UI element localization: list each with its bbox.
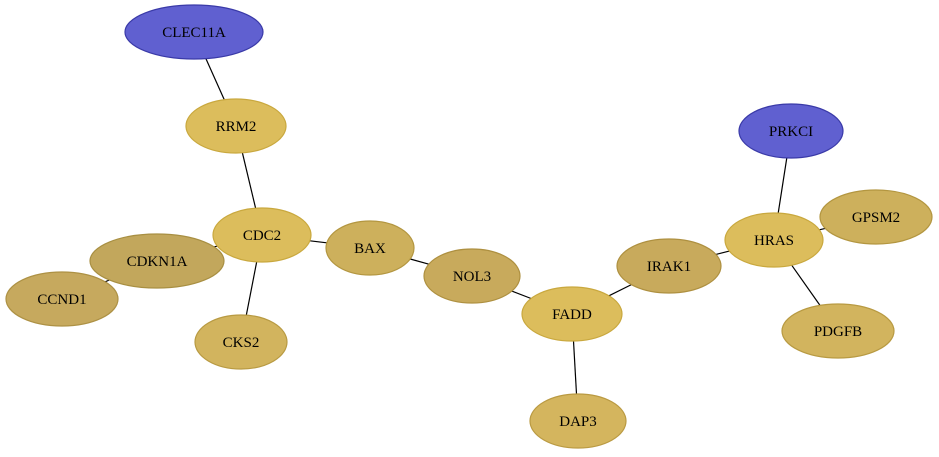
node-ellipse (194, 314, 288, 370)
node-nol3[interactable]: NOL3 (423, 248, 521, 304)
node-clec11a[interactable]: CLEC11A (124, 4, 264, 60)
edge-hras-pdgfb (791, 264, 821, 306)
node-ccnd1[interactable]: CCND1 (5, 271, 119, 327)
node-prkci[interactable]: PRKCI (738, 103, 844, 159)
node-ellipse (124, 4, 264, 60)
node-ellipse (529, 393, 627, 449)
edge-hras-gpsm2 (819, 227, 826, 231)
node-label: CKS2 (223, 335, 260, 351)
node-label: PDGFB (814, 324, 862, 340)
node-bax[interactable]: BAX (325, 220, 415, 276)
node-pdgfb[interactable]: PDGFB (781, 303, 895, 359)
node-ellipse (423, 248, 521, 304)
node-cdc2[interactable]: CDC2 (212, 207, 312, 263)
edge-fadd-irak1 (608, 284, 632, 297)
edge-bax-nol3 (410, 258, 430, 265)
node-label: CLEC11A (162, 25, 226, 41)
node-ellipse (521, 286, 623, 342)
node-ellipse (185, 98, 287, 154)
node-ellipse (781, 303, 895, 359)
node-ellipse (724, 212, 824, 268)
edge-clec11a-rrm2 (205, 58, 225, 101)
node-gpsm2[interactable]: GPSM2 (819, 189, 933, 245)
node-label: PRKCI (769, 124, 813, 140)
node-label: IRAK1 (647, 259, 691, 275)
node-label: GPSM2 (852, 210, 900, 226)
edge-cdc2-cks2 (245, 261, 258, 316)
node-irak1[interactable]: IRAK1 (616, 238, 722, 294)
edge-layer (104, 58, 826, 395)
node-label: CCND1 (37, 292, 86, 308)
edge-irak1-hras (715, 250, 730, 255)
edge-nol3-fadd (511, 290, 532, 300)
node-ellipse (738, 103, 844, 159)
node-label: BAX (354, 241, 386, 257)
node-label: DAP3 (559, 414, 597, 430)
node-ellipse (5, 271, 119, 327)
node-fadd[interactable]: FADD (521, 286, 623, 342)
node-label: RRM2 (216, 119, 257, 135)
node-label: HRAS (754, 233, 794, 249)
node-hras[interactable]: HRAS (724, 212, 824, 268)
edge-rrm2-cdc2 (241, 152, 257, 209)
node-cks2[interactable]: CKS2 (194, 314, 288, 370)
node-label: CDC2 (243, 228, 281, 244)
edge-cdc2-bax (309, 240, 327, 244)
node-label: FADD (552, 307, 592, 323)
node-ellipse (616, 238, 722, 294)
node-ellipse (89, 233, 225, 289)
node-label: NOL3 (453, 269, 491, 285)
edge-hras-prkci (777, 157, 788, 214)
node-ellipse (325, 220, 415, 276)
node-label: CDKN1A (127, 254, 188, 270)
node-dap3[interactable]: DAP3 (529, 393, 627, 449)
node-rrm2[interactable]: RRM2 (185, 98, 287, 154)
node-ellipse (212, 207, 312, 263)
node-ellipse (819, 189, 933, 245)
node-cdkn1a[interactable]: CDKN1A (89, 233, 225, 289)
edge-fadd-dap3 (572, 340, 578, 395)
